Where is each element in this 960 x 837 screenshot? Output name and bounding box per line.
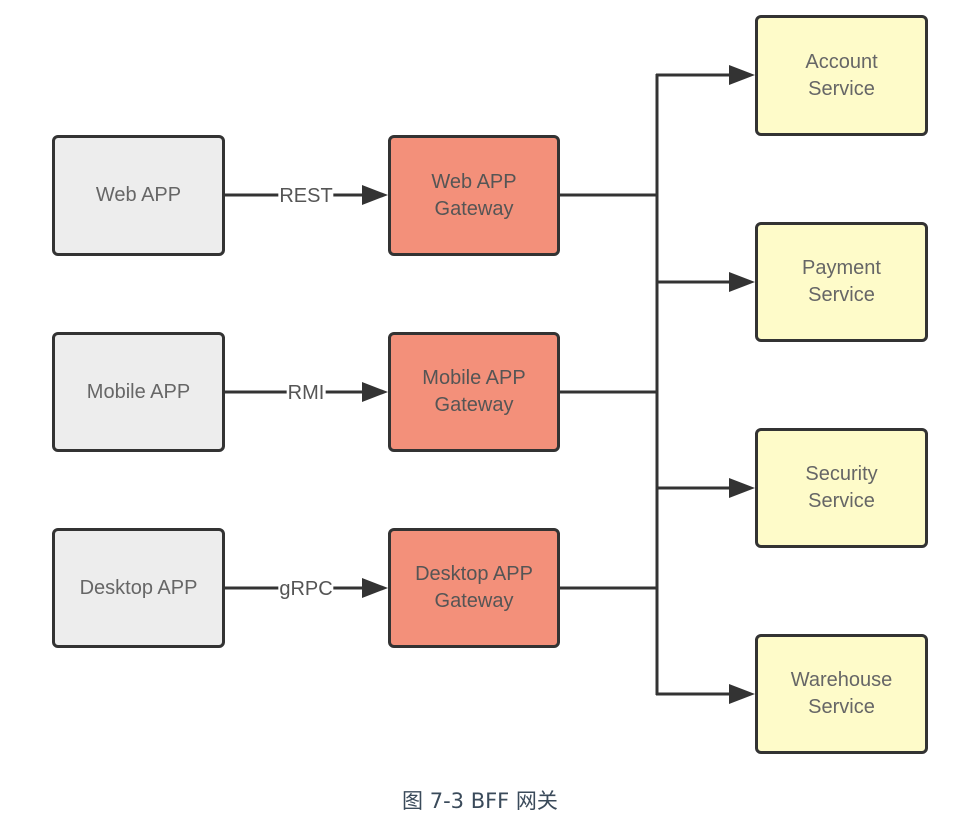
gateway-node-desktop-app[interactable]: Desktop APP Gateway (388, 528, 560, 648)
node-label-line1: Account (805, 50, 878, 73)
node-label-line1: Mobile APP (422, 367, 526, 389)
client-node-web-app[interactable]: Web APP (52, 135, 225, 256)
client-node-desktop-app[interactable]: Desktop APP (52, 528, 225, 648)
arrowhead-icon (362, 185, 388, 205)
node-label: Mobile APP (86, 380, 191, 403)
arrowhead-icon (362, 382, 388, 402)
protocol-label-rmi: RMI (286, 382, 326, 404)
node-label-line2: Service (808, 490, 875, 512)
node-label-line1: Security (805, 463, 878, 485)
node-label-line2: Service (808, 284, 875, 306)
protocol-label-grpc: gRPC (278, 578, 334, 600)
service-node-payment[interactable]: Payment Service (755, 222, 928, 342)
node-label-line1: Desktop APP (415, 563, 533, 585)
arrowhead-icon (729, 65, 755, 85)
gateway-node-mobile-app[interactable]: Mobile APP Gateway (388, 332, 560, 452)
gateway-node-web-app[interactable]: Web APP Gateway (388, 135, 560, 256)
node-label-line1: Payment (802, 257, 881, 279)
arrowhead-icon (729, 272, 755, 292)
node-label-line2: Gateway (434, 394, 514, 416)
figure-caption: 图 7-3 BFF 网关 (402, 789, 558, 813)
node-label-line2: Service (808, 77, 875, 100)
protocol-label-rest: REST (278, 185, 334, 207)
arrowhead-icon (729, 684, 755, 704)
node-label-line1: Warehouse (790, 669, 893, 691)
node-label-line2: Gateway (434, 197, 514, 220)
node-label: Desktop APP (79, 576, 198, 599)
service-node-security[interactable]: Security Service (755, 428, 928, 548)
arrowhead-icon (362, 578, 388, 598)
service-node-account[interactable]: Account Service (755, 15, 928, 136)
client-node-mobile-app[interactable]: Mobile APP (52, 332, 225, 452)
node-label-line1: Web APP (431, 170, 517, 193)
node-label-line2: Gateway (434, 590, 514, 612)
node-label: Web APP (95, 184, 182, 206)
arrowhead-icon (729, 478, 755, 498)
service-node-warehouse[interactable]: Warehouse Service (755, 634, 928, 754)
node-label-line2: Service (808, 696, 875, 718)
